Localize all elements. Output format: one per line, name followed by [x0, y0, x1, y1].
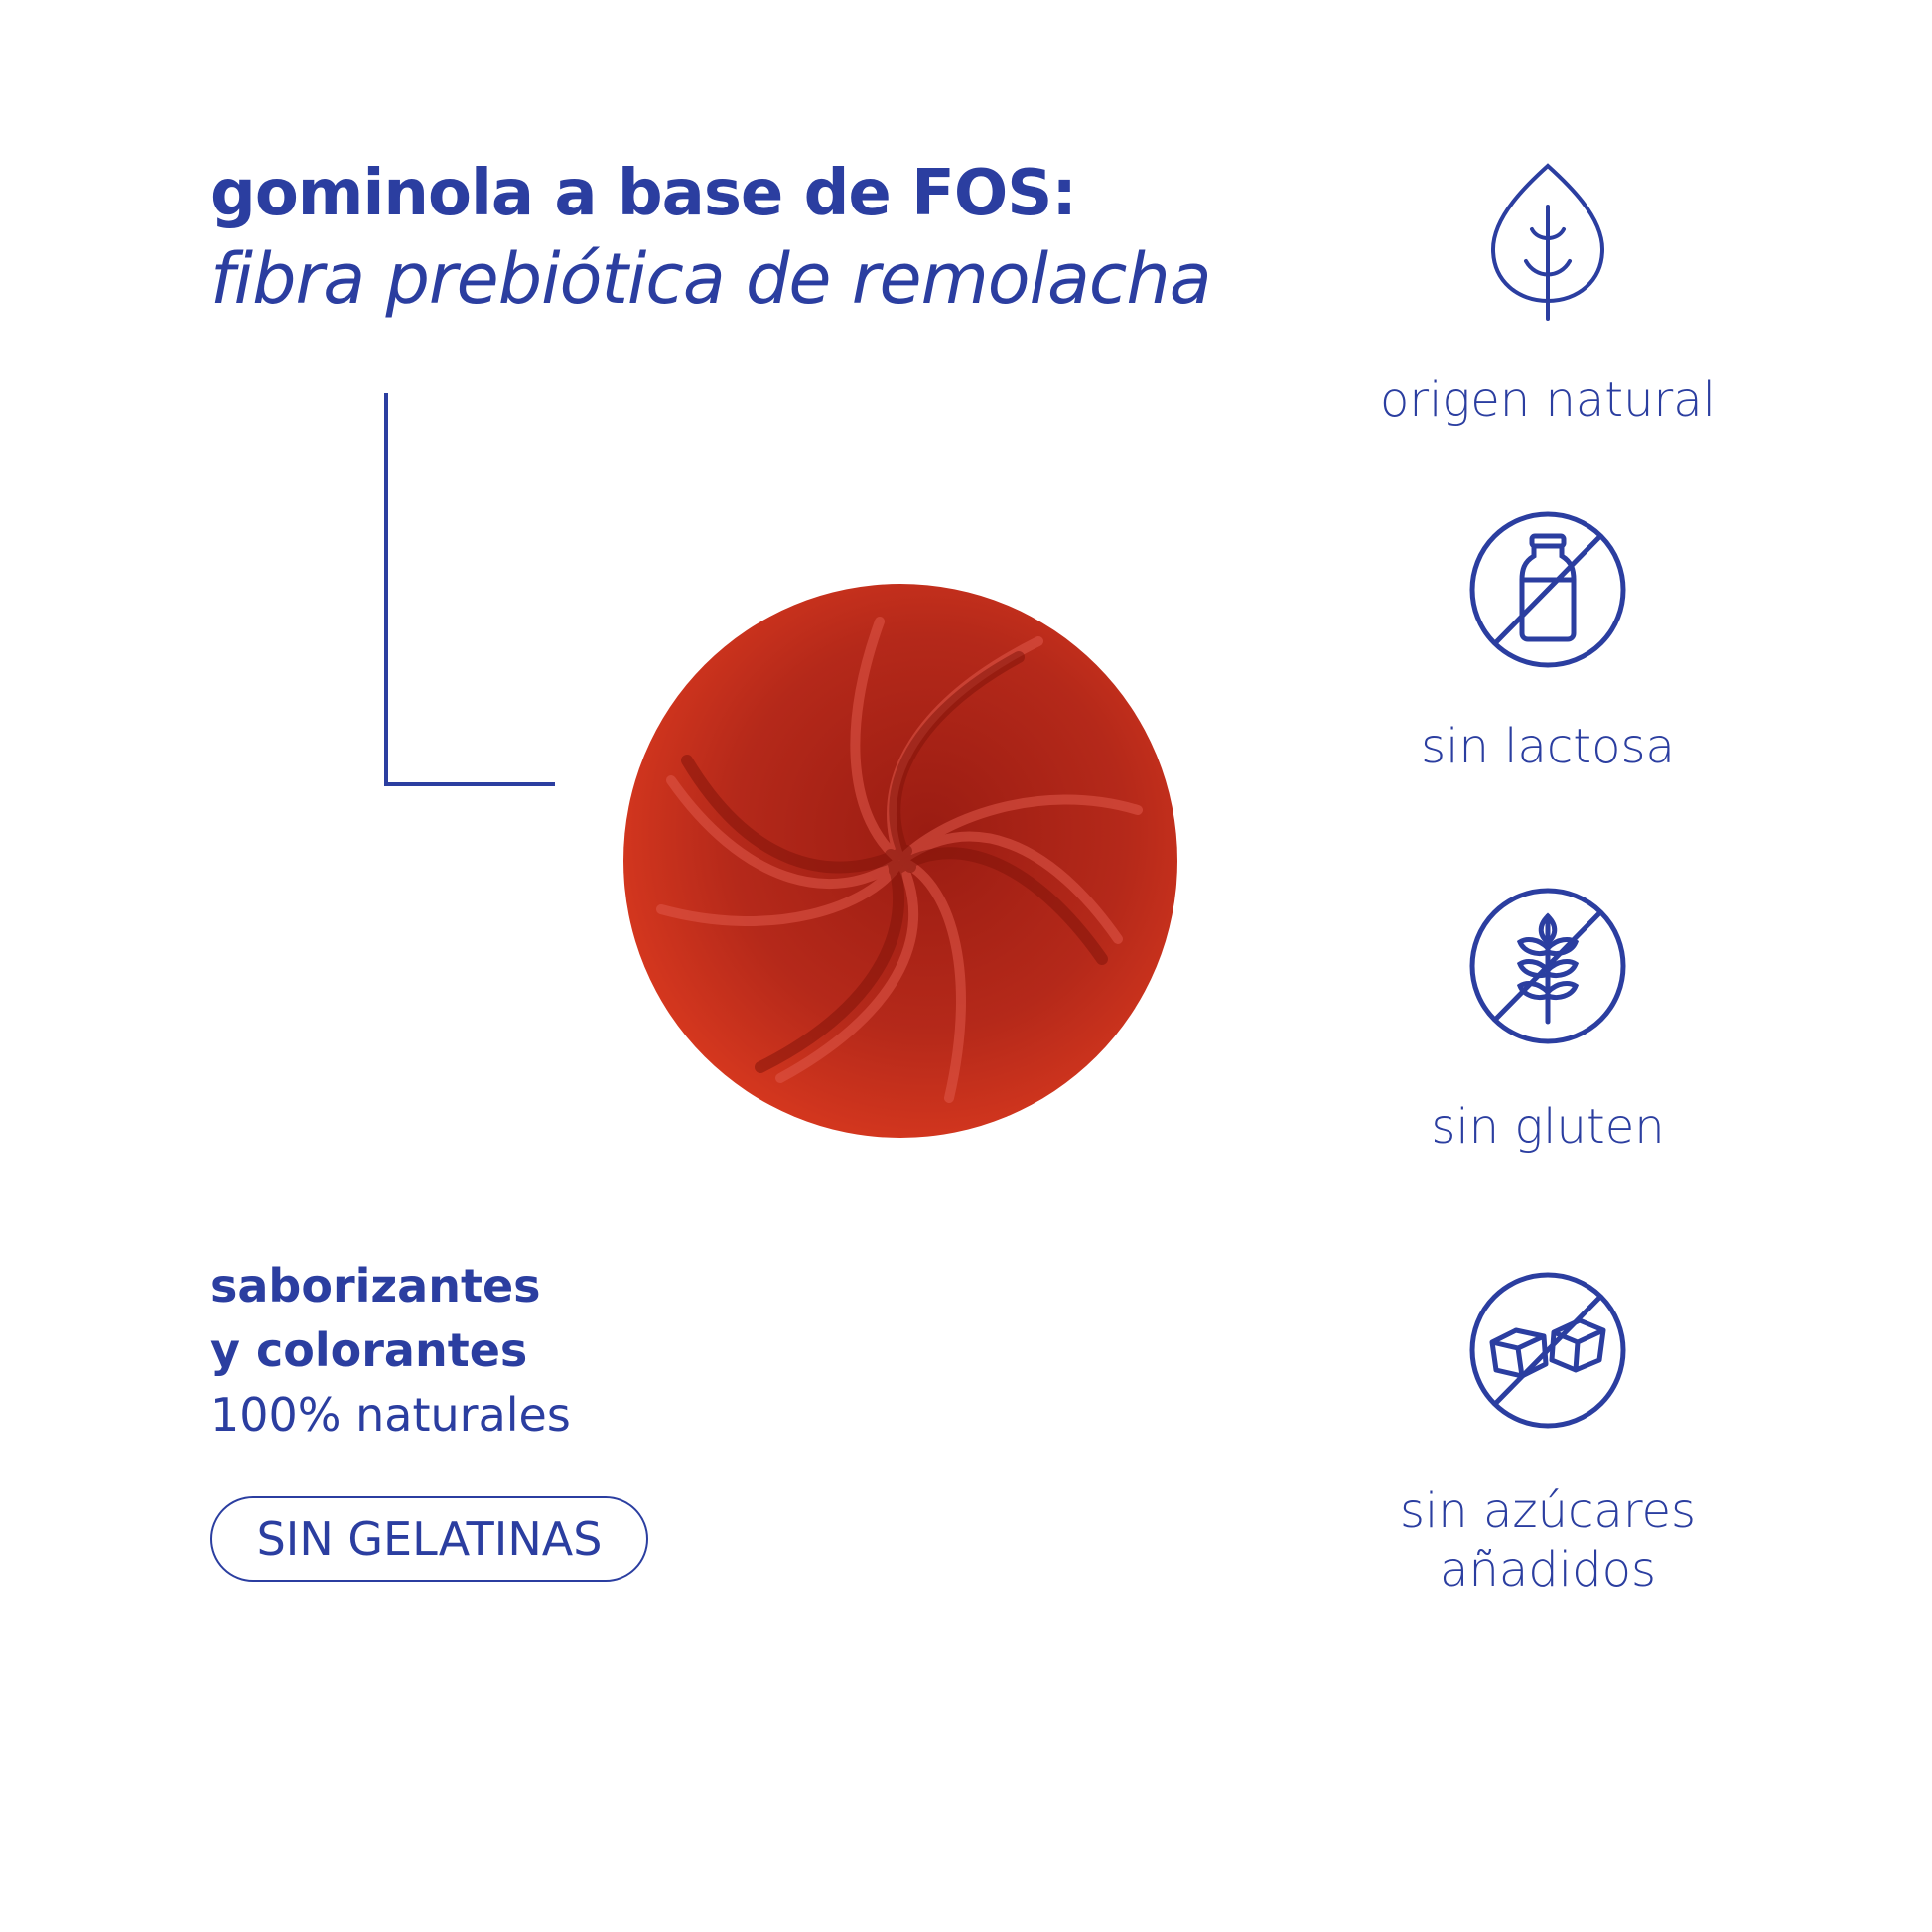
title-line-1: gominola a base de FOS:: [210, 157, 1077, 230]
title-line-2: fibra prebiótica de remolacha: [210, 238, 1212, 320]
feature-label-origen: origen natural: [1379, 372, 1716, 428]
flavor-text-3: 100% naturales: [210, 1388, 571, 1442]
feature-label-azucares-2: añadidos: [1440, 1542, 1656, 1597]
feature-label-gluten: sin gluten: [1431, 1099, 1665, 1155]
flavor-text-2: y colorantes: [210, 1323, 528, 1377]
connector-vertical-line: [384, 393, 388, 786]
no-gluten-icon: [1469, 888, 1626, 1044]
gummy-image: [623, 584, 1177, 1138]
no-lactose-icon: [1469, 511, 1626, 668]
leaf-icon: [1490, 163, 1605, 321]
feature-label-lactosa: sin lactosa: [1421, 719, 1675, 774]
flavor-text-1: saborizantes: [210, 1259, 541, 1312]
connector-horizontal-line: [384, 782, 555, 786]
feature-label-azucares: sin azúcares: [1399, 1483, 1697, 1539]
sin-gelatinas-badge: SIN GELATINAS: [210, 1496, 648, 1582]
no-sugar-icon: [1469, 1272, 1626, 1429]
